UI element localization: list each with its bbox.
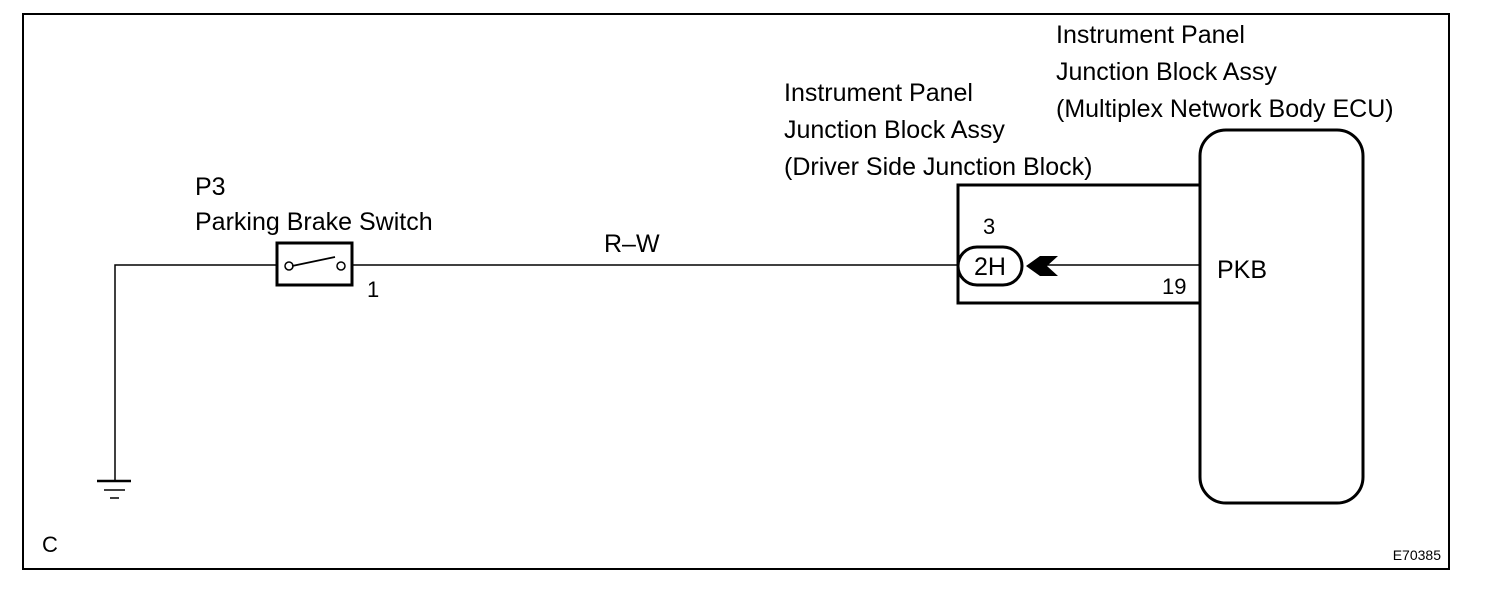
wire-color-code: R–W bbox=[604, 230, 660, 258]
ecu-title-line-2: Junction Block Assy bbox=[1056, 58, 1277, 86]
switch-name: Parking Brake Switch bbox=[195, 208, 433, 236]
ecu-box bbox=[1198, 128, 1365, 505]
corner-label: C bbox=[42, 532, 58, 557]
parking-brake-switch-icon bbox=[275, 241, 354, 287]
ground-symbol-icon bbox=[97, 479, 131, 499]
junction-block-title-line-1: Instrument Panel bbox=[784, 79, 973, 107]
ground-wire bbox=[114, 264, 277, 480]
diagram-frame bbox=[22, 13, 1450, 570]
junction-block-pin-number: 3 bbox=[983, 214, 995, 239]
ecu-terminal-name: PKB bbox=[1217, 256, 1267, 284]
junction-block-outline bbox=[956, 183, 1200, 305]
ecu-pin-number: 19 bbox=[1162, 274, 1186, 299]
ecu-title-line-3: (Multiplex Network Body ECU) bbox=[1056, 95, 1394, 123]
junction-block-title-line-2: Junction Block Assy bbox=[784, 116, 1005, 144]
switch-pin-number: 1 bbox=[367, 277, 379, 302]
switch-connector-code: P3 bbox=[195, 173, 226, 201]
connector-direction-arrow-icon bbox=[1026, 256, 1058, 276]
junction-connector-code: 2H bbox=[974, 253, 1006, 281]
junction-connector-oval bbox=[956, 245, 1024, 287]
ecu-title-line-1: Instrument Panel bbox=[1056, 21, 1245, 49]
junction-block-title-line-3: (Driver Side Junction Block) bbox=[784, 153, 1092, 181]
figure-code: E70385 bbox=[1393, 547, 1441, 563]
